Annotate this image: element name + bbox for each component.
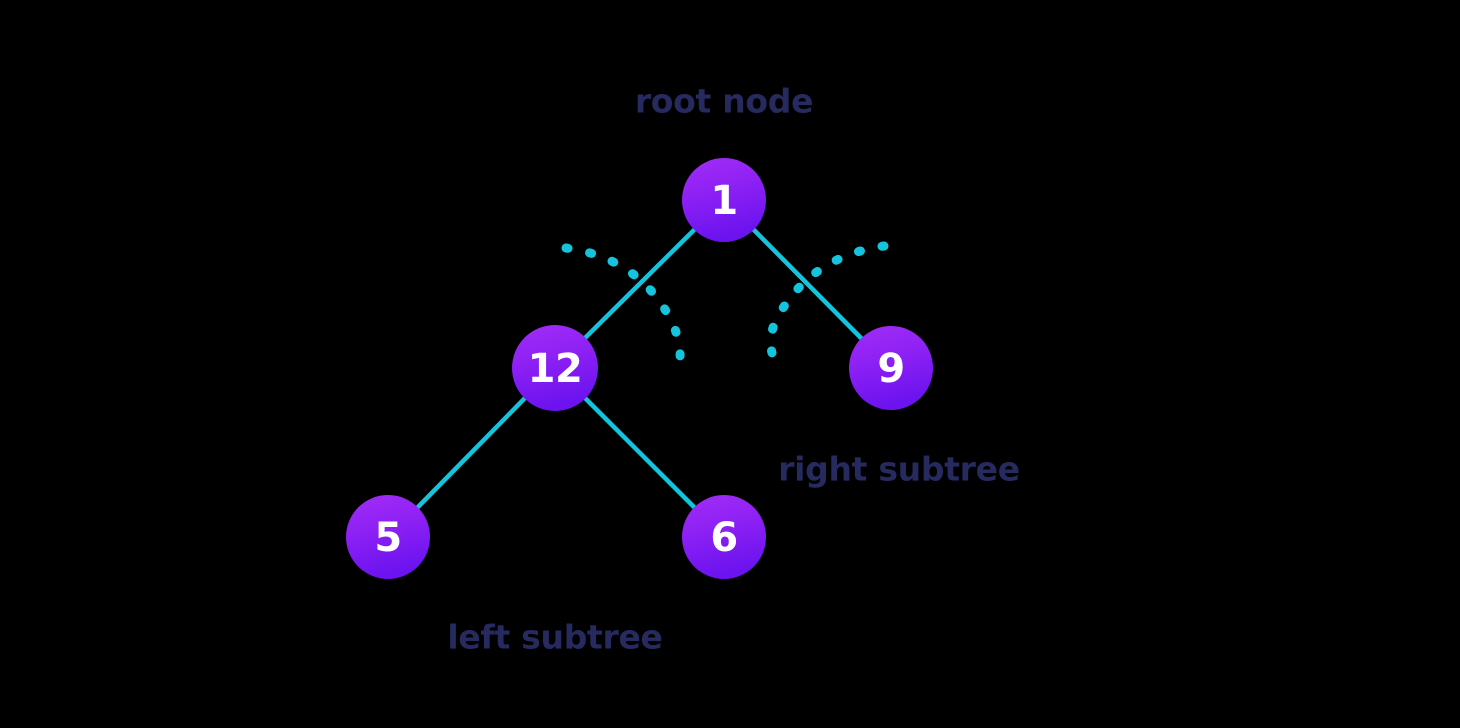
node-circle (849, 326, 933, 410)
node-value-left: 12 (528, 346, 583, 392)
subtree-delimiter-arcs (561, 241, 889, 364)
node-leftleft[interactable]: 5 (346, 495, 430, 579)
diagram-annotations: root node right subtree left subtree (447, 82, 1020, 657)
tree-nodes: 1 12 9 5 6 (346, 158, 933, 579)
node-root[interactable]: 1 (682, 158, 766, 242)
left-subtree-arc (561, 243, 685, 364)
node-value-root: 1 (710, 178, 737, 224)
node-right[interactable]: 9 (849, 326, 933, 410)
node-circle (512, 325, 598, 411)
node-value-right: 9 (877, 346, 904, 392)
edge-root-to-left (582, 227, 697, 341)
node-circle (682, 158, 766, 242)
node-circle (682, 495, 766, 579)
right-subtree-arc (766, 241, 889, 364)
tree-edges (415, 227, 864, 510)
edge-root-to-right (751, 227, 864, 341)
node-value-leftleft: 5 (374, 515, 401, 561)
root-node-label: root node (635, 82, 813, 121)
right-subtree-label: right subtree (778, 450, 1020, 489)
node-circle (346, 495, 430, 579)
node-left[interactable]: 12 (512, 325, 598, 411)
node-leftright[interactable]: 6 (682, 495, 766, 579)
edge-left-to-leftright (582, 395, 697, 510)
edge-left-to-leftleft (415, 395, 528, 510)
left-subtree-label: left subtree (447, 618, 662, 657)
node-value-leftright: 6 (710, 515, 737, 561)
